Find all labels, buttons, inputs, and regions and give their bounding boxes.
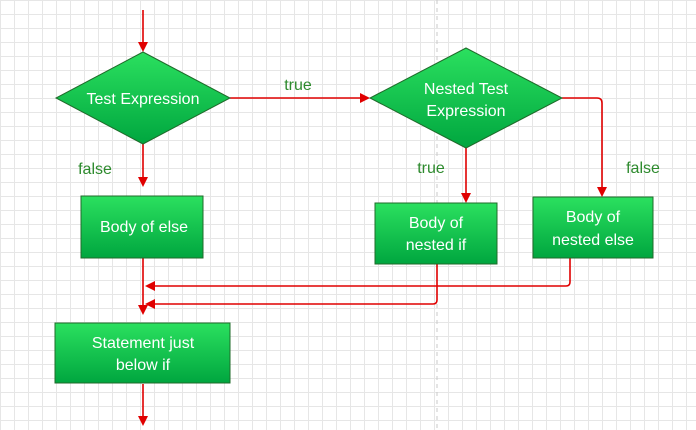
edge-label-false-outer: false [78, 161, 112, 178]
decision-nested-test-expression: Nested Test Expression [368, 47, 564, 149]
edge-nested-false-to-nested-else [562, 97, 607, 197]
decision-test-expression: Test Expression [54, 51, 232, 145]
node-label-line: Body of else [100, 219, 188, 236]
decision-diamond [54, 51, 232, 145]
node-label-line: Body of [409, 215, 464, 232]
process-body-of-nested-if: Body of nested if [374, 202, 498, 265]
node-label-line: Body of [566, 209, 621, 226]
edge-nested-else-return [145, 258, 571, 291]
process-body-of-else: Body of else [80, 195, 204, 259]
edges [138, 10, 607, 426]
node-label-line: Test Expression [87, 91, 200, 108]
process-body-of-nested-else: Body of nested else [532, 196, 654, 259]
edge-label-false-nested: false [626, 160, 660, 177]
process-box [80, 195, 204, 259]
decision-diamond [368, 47, 564, 149]
process-box [374, 202, 498, 265]
process-statement-below-if: Statement just below if [54, 322, 231, 384]
node-label-line: nested else [552, 232, 634, 249]
edge-nested-if-return [145, 264, 438, 309]
node-label-line: Statement just [92, 335, 195, 352]
node-label-line: Nested Test [424, 81, 509, 98]
process-box [54, 322, 231, 384]
edge-label-true-outer: true [284, 77, 312, 94]
process-box [532, 196, 654, 259]
node-label-line: Expression [426, 103, 505, 120]
node-label-line: below if [116, 357, 171, 374]
node-label-line: nested if [406, 237, 467, 254]
edge-label-true-nested: true [417, 160, 445, 177]
